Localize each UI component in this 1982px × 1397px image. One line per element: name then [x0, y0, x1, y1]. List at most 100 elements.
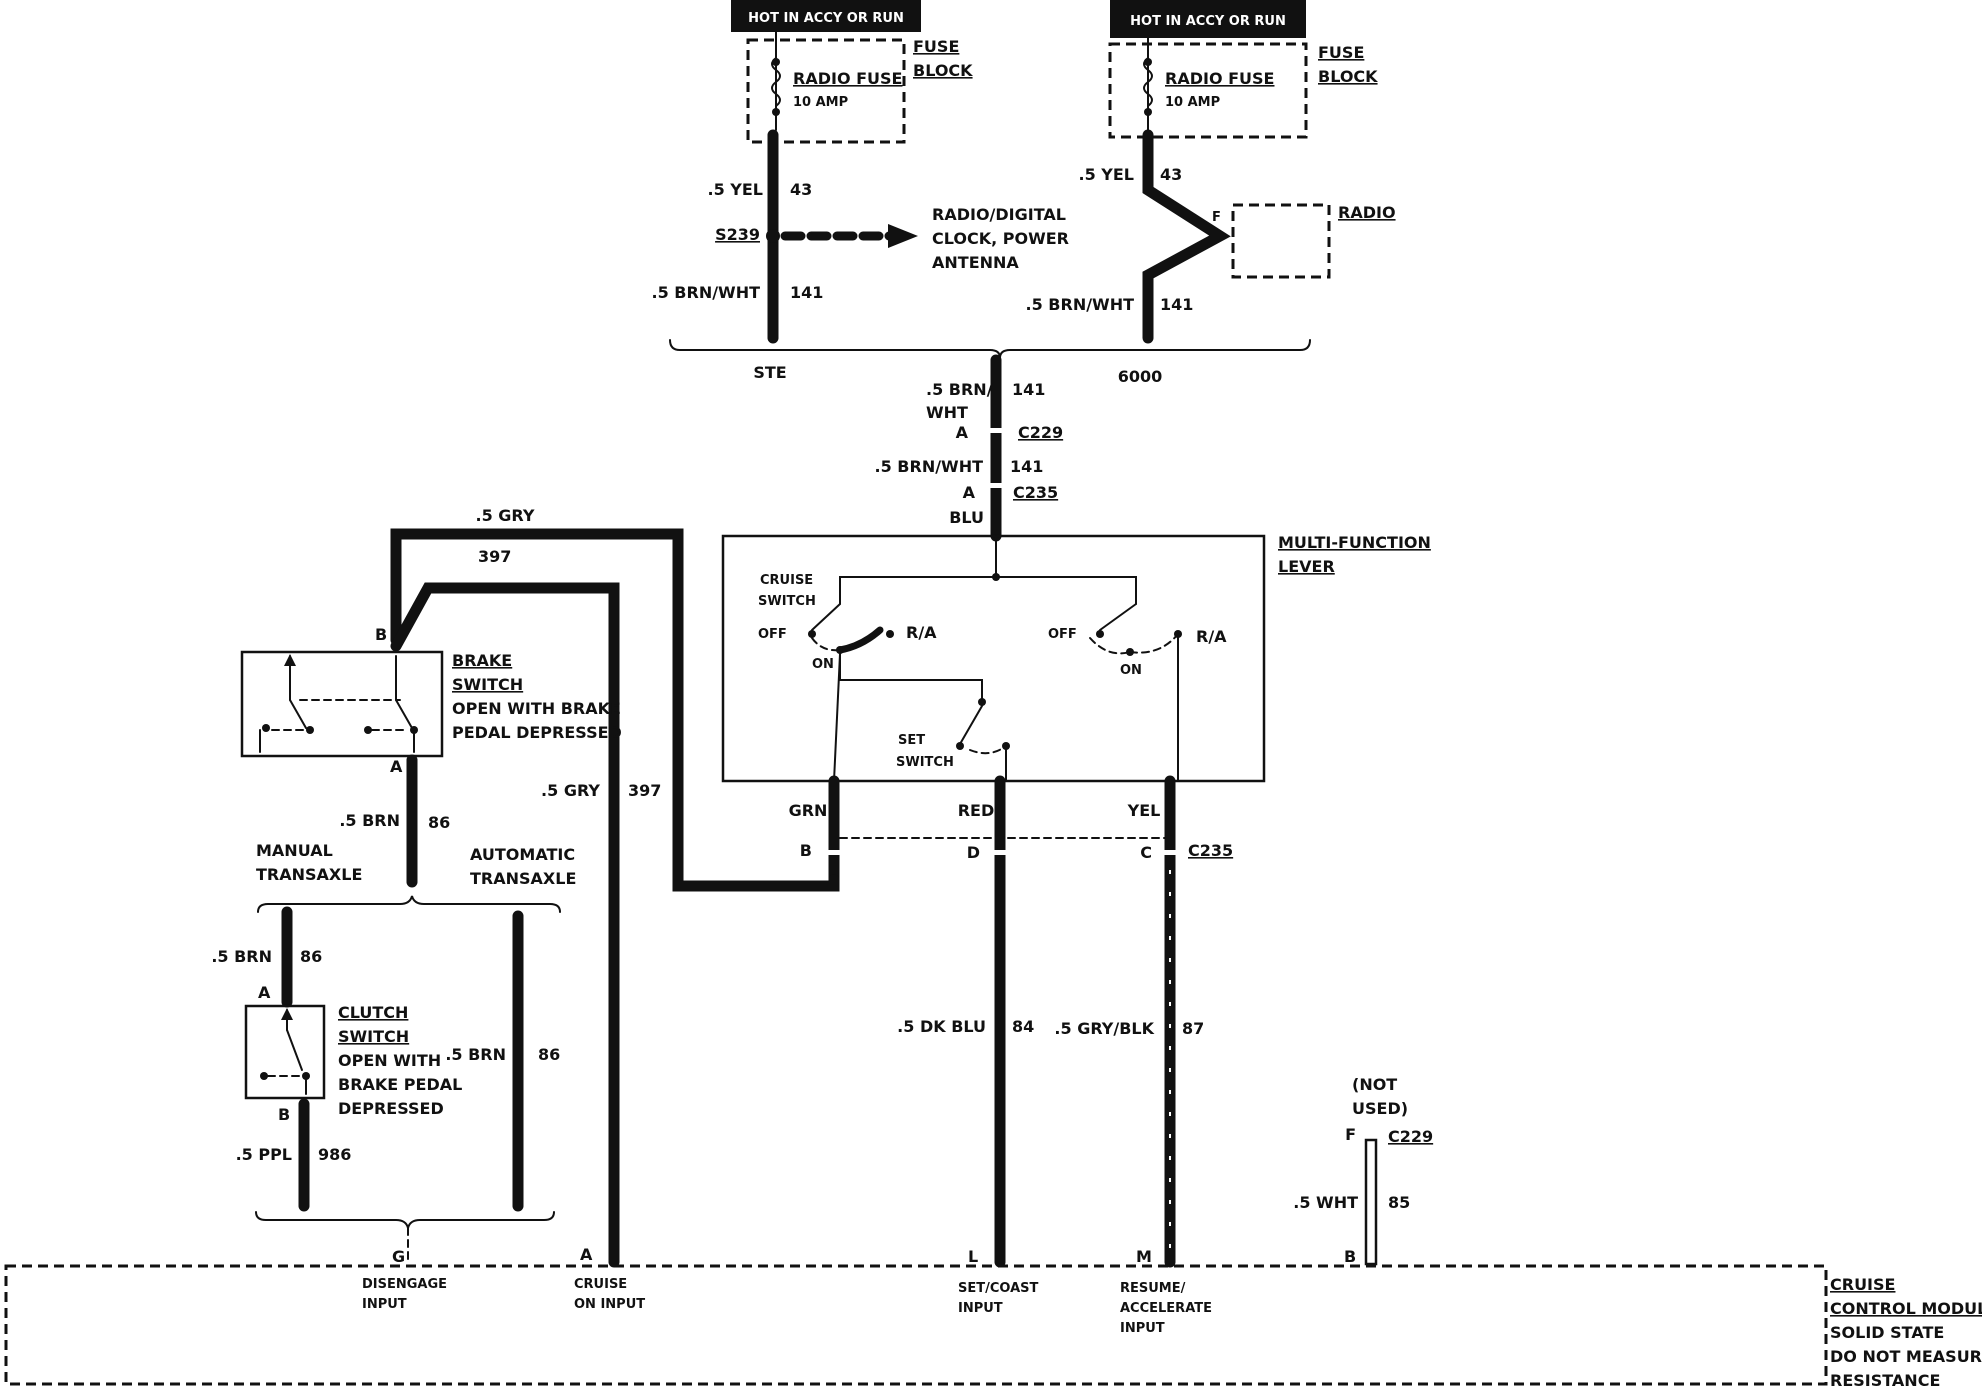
- wire-brnwht-mid-num: 141: [1010, 457, 1043, 476]
- resume-input-3: INPUT: [1120, 1321, 1165, 1336]
- wire-yel-label: YEL: [1127, 801, 1161, 820]
- radio-clock-text-1: RADIO/DIGITAL: [932, 205, 1066, 224]
- disengage-input-1: DISENGAGE: [362, 1277, 447, 1292]
- fuse-block-label-left-1: FUSE: [913, 37, 959, 56]
- brace-label-6000: 6000: [1118, 367, 1163, 386]
- clutch-switch-box: [244, 1004, 326, 1100]
- fuse-block-label-left-2: BLOCK: [913, 61, 973, 80]
- power-label-right-bg: [1110, 0, 1306, 38]
- fuse-element-right: [1143, 57, 1153, 107]
- module-title-1: CRUISE: [1830, 1275, 1895, 1294]
- cruise-off-right: OFF: [1048, 627, 1077, 642]
- radio-pin-f: F: [1212, 210, 1221, 225]
- cruise-control-module-box: [4, 1264, 1828, 1386]
- c235-label-lower: C235: [1188, 841, 1233, 860]
- wire-gry-side-label: .5 GRY: [541, 781, 600, 800]
- c229-pin-a: A: [956, 423, 969, 442]
- wire-brn86c-label: .5 BRN: [445, 1045, 506, 1064]
- option-brace-ste-6000: [669, 339, 1311, 359]
- fuse-element-left: [771, 57, 781, 107]
- wire-grn-label: GRN: [789, 801, 828, 820]
- cruise-on-input-2: ON INPUT: [574, 1297, 645, 1312]
- wire-blu-label: BLU: [949, 508, 984, 527]
- cruise-switch-blade-right: [1099, 603, 1137, 631]
- c235-pin-a: A: [963, 483, 976, 502]
- power-label-left: HOT IN ACCY OR RUN: [748, 11, 904, 26]
- wire-gry-397-loop: [390, 528, 840, 892]
- brace-label-ste: STE: [753, 363, 786, 382]
- multifunction-title-1: MULTI-FUNCTION: [1278, 533, 1431, 552]
- cruise-switch-label-1: CRUISE: [760, 573, 813, 588]
- module-pin-a: A: [580, 1245, 593, 1264]
- wire-brn-a: .5 BRN/: [926, 380, 993, 399]
- automatic-transaxle-2: TRANSAXLE: [470, 869, 576, 888]
- c235-label: C235: [1013, 483, 1058, 502]
- wire-brn86b-label: .5 BRN: [211, 947, 272, 966]
- module-pin-l: L: [968, 1247, 978, 1266]
- module-title-2: CONTROL MODULE: [1830, 1299, 1982, 1318]
- multifunction-title-2: LEVER: [1278, 557, 1335, 576]
- fuse-block-left: [746, 38, 906, 144]
- not-used-2: USED): [1352, 1099, 1408, 1118]
- c235-pin-b: B: [800, 841, 812, 860]
- power-label-right: HOT IN ACCY OR RUN: [1130, 14, 1286, 29]
- radio-label: RADIO: [1338, 203, 1396, 222]
- cruise-switch-label-2: SWITCH: [758, 594, 816, 609]
- wire-brn-num: 141: [1012, 380, 1045, 399]
- splice-label: S239: [715, 225, 760, 244]
- set-switch-label-2: SWITCH: [896, 755, 954, 770]
- radio-fuse-label-left: RADIO FUSE: [793, 69, 902, 88]
- power-label-left-bg: [731, 0, 921, 32]
- disengage-brace: [255, 1211, 555, 1229]
- set-coast-input-1: SET/COAST: [958, 1281, 1039, 1296]
- radio-box: [1231, 203, 1331, 279]
- brake-switch-desc-1: OPEN WITH BRAKE: [452, 699, 621, 718]
- radio-fuse-label-right: RADIO FUSE: [1165, 69, 1274, 88]
- cruise-ra-right: R/A: [1196, 627, 1227, 646]
- wire-brn86-num: 86: [428, 813, 450, 832]
- clutch-pin-a: A: [258, 983, 271, 1002]
- fuse-block-label-right-1: FUSE: [1318, 43, 1364, 62]
- manual-transaxle-2: TRANSAXLE: [256, 865, 362, 884]
- cruise-switch-blade-left: [811, 603, 841, 631]
- brake-pin-a: A: [390, 757, 403, 776]
- wire-wht-num: 85: [1388, 1193, 1410, 1212]
- cruise-off-left: OFF: [758, 627, 787, 642]
- resume-input-1: RESUME/: [1120, 1281, 1186, 1296]
- wire-brnwht-mid-label: .5 BRN/WHT: [875, 457, 984, 476]
- radio-clock-text-3: ANTENNA: [932, 253, 1019, 272]
- module-pin-m: M: [1136, 1247, 1152, 1266]
- set-switch-label-1: SET: [898, 733, 925, 748]
- manual-transaxle-1: MANUAL: [256, 841, 333, 860]
- cruise-on-input-1: CRUISE: [574, 1277, 627, 1292]
- module-desc-2: DO NOT MEASURE: [1830, 1347, 1982, 1366]
- clutch-title-1: CLUTCH: [338, 1003, 408, 1022]
- clutch-desc-1: OPEN WITH: [338, 1051, 441, 1070]
- disengage-input-2: INPUT: [362, 1297, 407, 1312]
- set-coast-input-2: INPUT: [958, 1301, 1003, 1316]
- wire-brnwht-right-label: .5 BRN/WHT: [1026, 295, 1135, 314]
- c229-label-lower: C229: [1388, 1127, 1433, 1146]
- brake-switch-title-2: SWITCH: [452, 675, 523, 694]
- resume-input-2: ACCELERATE: [1120, 1301, 1212, 1316]
- module-pin-b: B: [1344, 1247, 1356, 1266]
- wire-dkblu-label: .5 DK BLU: [897, 1017, 986, 1036]
- cruise-ra-left: R/A: [906, 623, 937, 642]
- lever-internal-bus: [839, 576, 1137, 605]
- clutch-desc-2: BRAKE PEDAL: [338, 1075, 462, 1094]
- set-switch-blade: [959, 705, 983, 745]
- cruise-on-left: ON: [812, 657, 834, 672]
- wire-brnwht-left-num: 141: [790, 283, 823, 302]
- wire-grybk-label: .5 GRY/BLK: [1054, 1019, 1154, 1038]
- c229-pin-f: F: [1345, 1125, 1356, 1144]
- wire-ppl-num: 986: [318, 1145, 351, 1164]
- transaxle-brace: [257, 895, 561, 913]
- clutch-pin-b: B: [278, 1105, 290, 1124]
- fuse-block-right: [1108, 42, 1308, 139]
- c235-pin-c: C: [1140, 843, 1152, 862]
- radio-clock-text-2: CLOCK, POWER: [932, 229, 1069, 248]
- wire-gry-top-label: .5 GRY: [476, 506, 535, 525]
- c235-pin-d: D: [967, 843, 980, 862]
